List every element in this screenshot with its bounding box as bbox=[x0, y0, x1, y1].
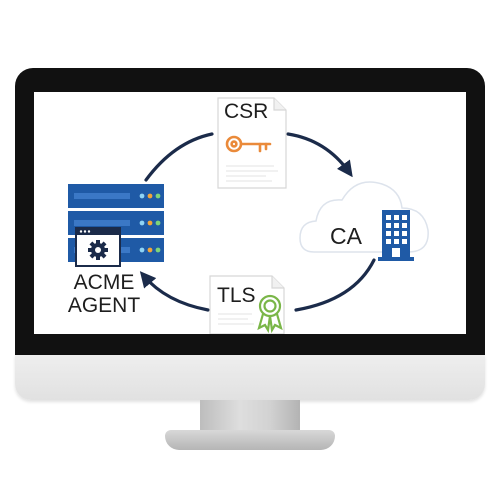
tls-document-icon bbox=[209, 275, 285, 334]
acme-agent-label-line2: AGENT bbox=[67, 294, 141, 317]
arrow-tls-to-agent bbox=[139, 271, 210, 312]
tls-label: TLS bbox=[217, 284, 256, 307]
acme-agent-label-line1: ACME bbox=[73, 271, 135, 294]
certificate-badge-icon bbox=[257, 294, 283, 334]
acme-flow-diagram bbox=[68, 97, 429, 334]
office-building-icon bbox=[378, 210, 414, 261]
acme-agent-label: ACME AGENT bbox=[60, 271, 148, 317]
ca-label: CA bbox=[330, 223, 362, 249]
gear-window-icon bbox=[75, 227, 121, 267]
arrow-agent-to-csr bbox=[144, 132, 214, 182]
monitor-screen: CSR CA TLS ACME AGENT bbox=[34, 92, 466, 334]
csr-label: CSR bbox=[224, 100, 269, 123]
arrow-ca-to-tls bbox=[294, 258, 376, 312]
monitor-stand-neck bbox=[200, 400, 300, 433]
key-icon bbox=[225, 135, 272, 153]
monitor-stand-base bbox=[165, 430, 335, 450]
monitor-chin bbox=[15, 355, 485, 400]
arrow-csr-to-ca bbox=[286, 132, 353, 178]
